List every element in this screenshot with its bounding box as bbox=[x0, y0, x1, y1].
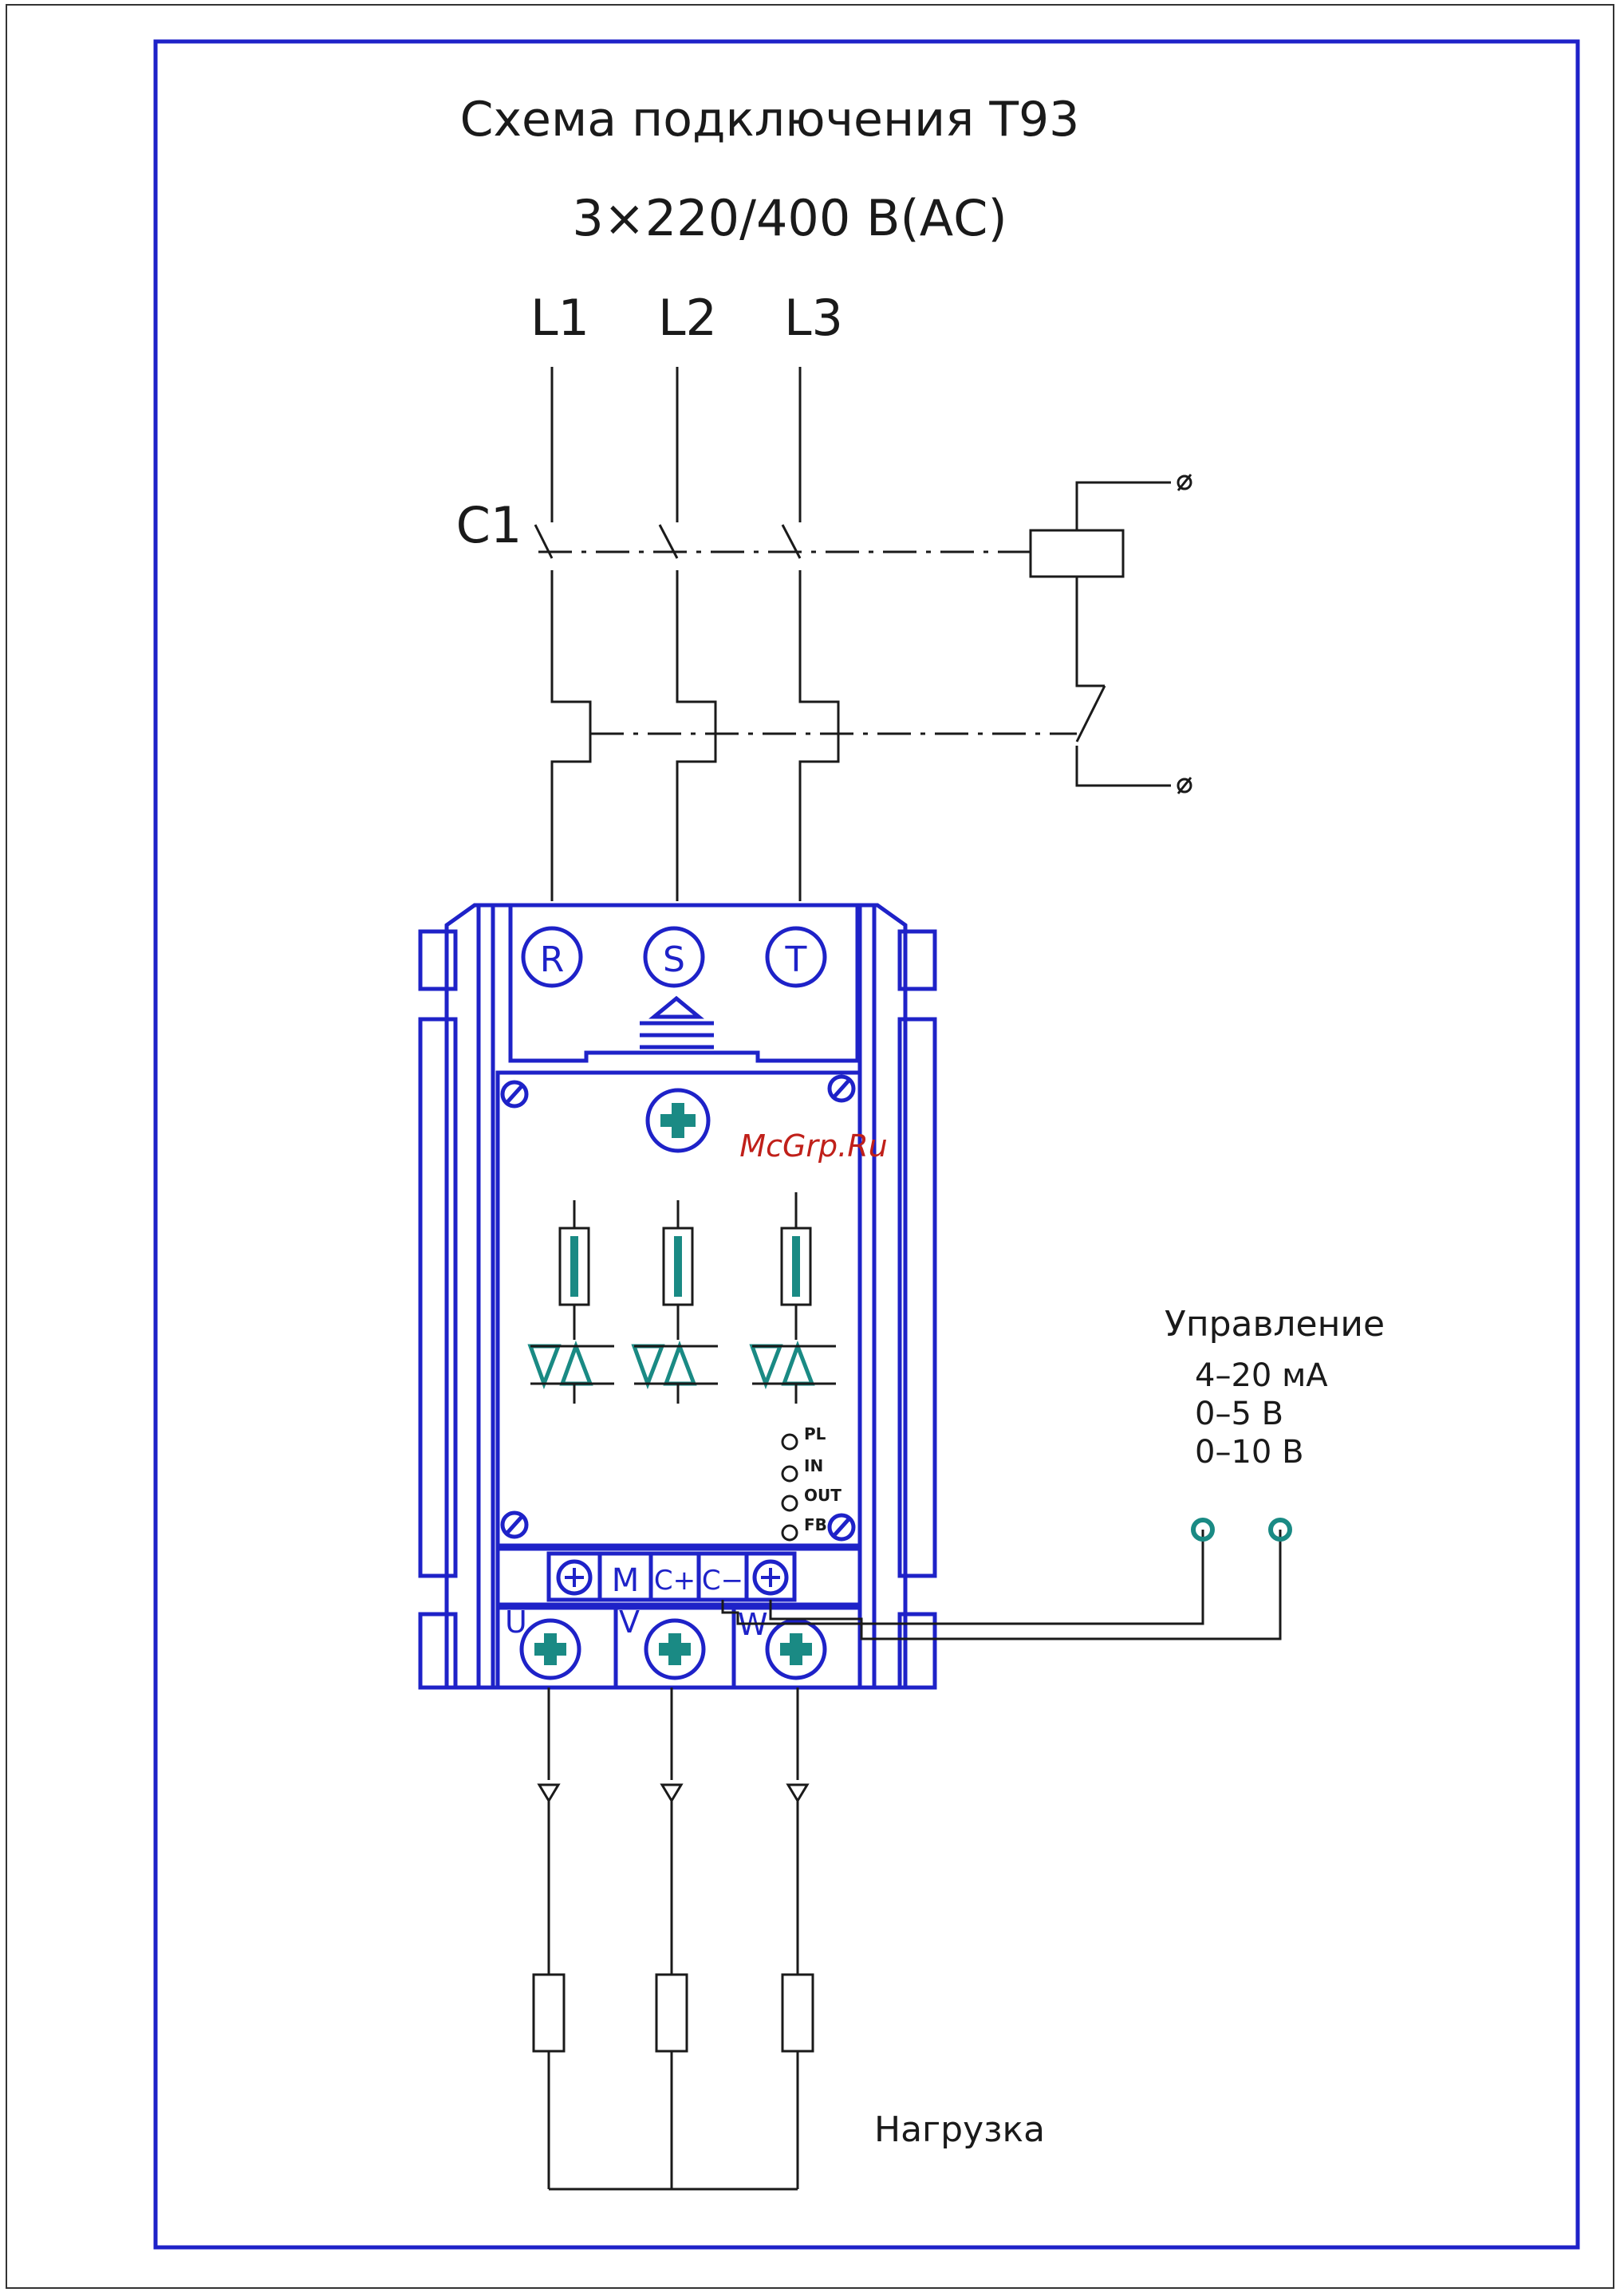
led-in-label: IN bbox=[804, 1456, 823, 1475]
load-label: Нагрузка bbox=[874, 2109, 1045, 2150]
power-branch-1 bbox=[530, 1200, 614, 1404]
adjust-screw-icon bbox=[648, 1090, 708, 1151]
phase-wire-l3 bbox=[782, 367, 838, 901]
led-pl-label: PL bbox=[804, 1424, 826, 1443]
control-terminal-m-label: M bbox=[612, 1562, 640, 1599]
output-terminal-v-label: V bbox=[619, 1605, 640, 1640]
led-in: IN bbox=[782, 1456, 823, 1481]
screw-bottom-right bbox=[830, 1515, 853, 1539]
relay-contact bbox=[1077, 686, 1105, 742]
mount-tab-left-top bbox=[420, 931, 455, 989]
watermark: McGrp.Ru bbox=[739, 1128, 887, 1164]
contactor-coil bbox=[1031, 530, 1123, 577]
load-wire-v bbox=[656, 1688, 687, 2189]
input-terminal-r-label: R bbox=[540, 939, 565, 980]
control-ground-screw-cross bbox=[565, 1568, 584, 1587]
phase-label-l3: L3 bbox=[784, 289, 843, 347]
load-wire-u bbox=[534, 1688, 564, 2189]
led-out: OUT bbox=[782, 1486, 842, 1510]
screw-bottom-left bbox=[503, 1513, 526, 1537]
phase-wire-l2 bbox=[660, 367, 715, 901]
contactor-label: С1 bbox=[456, 496, 522, 554]
coil-wire-bottom bbox=[1077, 746, 1171, 786]
led-out-label: OUT bbox=[804, 1486, 842, 1505]
input-terminal-t-label: T bbox=[785, 939, 807, 980]
supply-label: 3×220/400 В(АС) bbox=[572, 189, 1007, 247]
phase-label-l1: L1 bbox=[530, 289, 589, 347]
control-terminal-cplus-label: C+ bbox=[654, 1565, 696, 1597]
screw-top-left bbox=[503, 1082, 526, 1106]
led-fb-label: FB bbox=[804, 1515, 827, 1534]
led-pl: PL bbox=[782, 1424, 826, 1449]
control-signal-5v: 0–5 В bbox=[1195, 1396, 1283, 1432]
control-screw-cross-right bbox=[761, 1568, 780, 1587]
power-branch-2 bbox=[634, 1200, 718, 1404]
load-wire-w bbox=[782, 1688, 813, 2189]
coil-wire-mid bbox=[1077, 577, 1105, 686]
screw-top-right bbox=[830, 1077, 853, 1101]
phase-label-l2: L2 bbox=[658, 289, 717, 347]
output-terminal-w-screw-icon bbox=[780, 1633, 812, 1665]
control-title: Управление bbox=[1165, 1304, 1385, 1345]
t93-controller: R S T bbox=[420, 905, 935, 1688]
direction-symbol bbox=[640, 998, 714, 1047]
led-fb: FB bbox=[782, 1515, 827, 1540]
control-terminal-cminus-label: C− bbox=[702, 1565, 743, 1597]
input-terminal-s-label: S bbox=[663, 939, 685, 980]
power-branch-3 bbox=[752, 1192, 836, 1404]
phase-wire-l1 bbox=[535, 367, 590, 901]
control-signal-10v: 0–10 В bbox=[1195, 1434, 1304, 1471]
mount-tab-left-mid bbox=[420, 1019, 455, 1576]
mount-tab-left-bottom bbox=[420, 1614, 455, 1688]
control-signal-current: 4–20 мА bbox=[1195, 1357, 1328, 1394]
output-terminal-u-screw-icon bbox=[534, 1633, 566, 1665]
output-terminal-v-screw-icon bbox=[659, 1633, 691, 1665]
diagram-title: Схема подключения Т93 bbox=[460, 92, 1080, 148]
coil-wire-top bbox=[1077, 482, 1171, 530]
